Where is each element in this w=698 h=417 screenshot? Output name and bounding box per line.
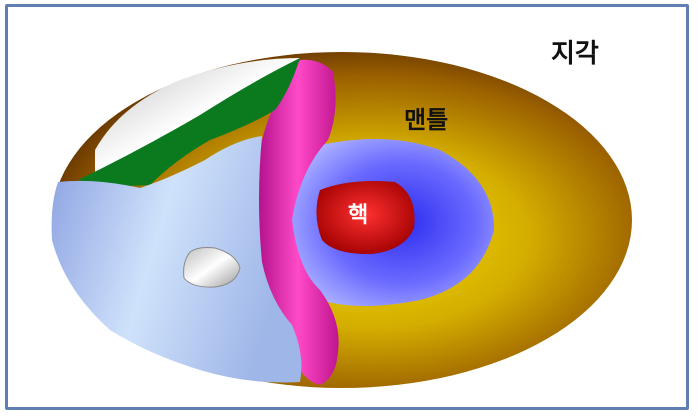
crust-label: 지각 [551, 39, 599, 69]
crust-green-section [78, 58, 300, 186]
mantle-label: 맨틀 [404, 106, 448, 134]
inner-core [316, 181, 415, 255]
magenta-band [257, 59, 339, 385]
rock-fragment [183, 247, 241, 288]
core-label: 핵 [348, 203, 368, 228]
crust-blue-section [51, 136, 302, 383]
